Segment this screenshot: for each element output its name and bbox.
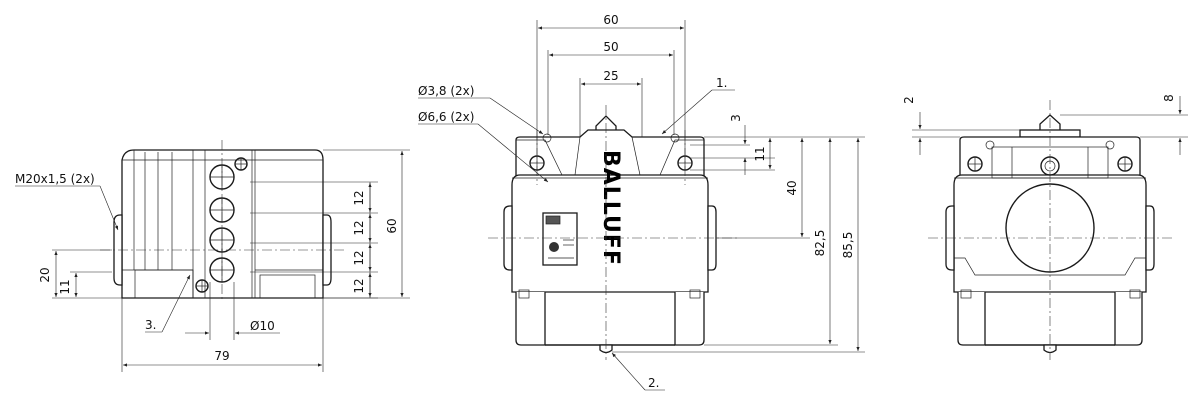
dim-12-d: 12 bbox=[352, 278, 366, 293]
callout-ref2: 2. bbox=[648, 376, 659, 390]
dim-11-top: 11 bbox=[753, 146, 767, 161]
dim-85-5: 85,5 bbox=[841, 232, 855, 259]
dim-82-5: 82,5 bbox=[813, 230, 827, 257]
callout-ref3: 3. bbox=[145, 318, 156, 332]
dim-50: 50 bbox=[603, 40, 618, 54]
dim-8: 8 bbox=[1162, 94, 1176, 102]
dim-60-top: 60 bbox=[603, 13, 618, 27]
brand-logo: BALLUFF bbox=[598, 150, 623, 266]
dim-20: 20 bbox=[38, 267, 52, 282]
callout-hole66: Ø6,6 (2x) bbox=[418, 110, 474, 124]
left-view: 12 12 12 12 60 20 11 79 Ø10 M20x1,5 (2x) bbox=[15, 140, 410, 372]
dim-12-a: 12 bbox=[352, 190, 366, 205]
balluff-logo: BALLUFF bbox=[598, 150, 623, 266]
dim-12-c: 12 bbox=[352, 250, 366, 265]
left-body-outline bbox=[121, 149, 324, 299]
dim-25: 25 bbox=[603, 69, 618, 83]
dim-12-b: 12 bbox=[352, 220, 366, 235]
dim-79: 79 bbox=[214, 349, 229, 363]
callout-dia10: Ø10 bbox=[250, 319, 275, 333]
dim-11-side: 11 bbox=[58, 279, 72, 294]
right-view: 2 8 bbox=[902, 94, 1188, 360]
dim-60-side: 60 bbox=[385, 218, 399, 233]
middle-view: BALLUFF 60 50 25 bbox=[418, 13, 865, 391]
callout-ref1: 1. bbox=[716, 76, 727, 90]
dim-40: 40 bbox=[785, 180, 799, 195]
dim-2: 2 bbox=[902, 96, 916, 104]
callout-hole38: Ø3,8 (2x) bbox=[418, 84, 474, 98]
callout-m20: M20x1,5 (2x) bbox=[15, 172, 95, 186]
dim-3: 3 bbox=[729, 114, 743, 122]
